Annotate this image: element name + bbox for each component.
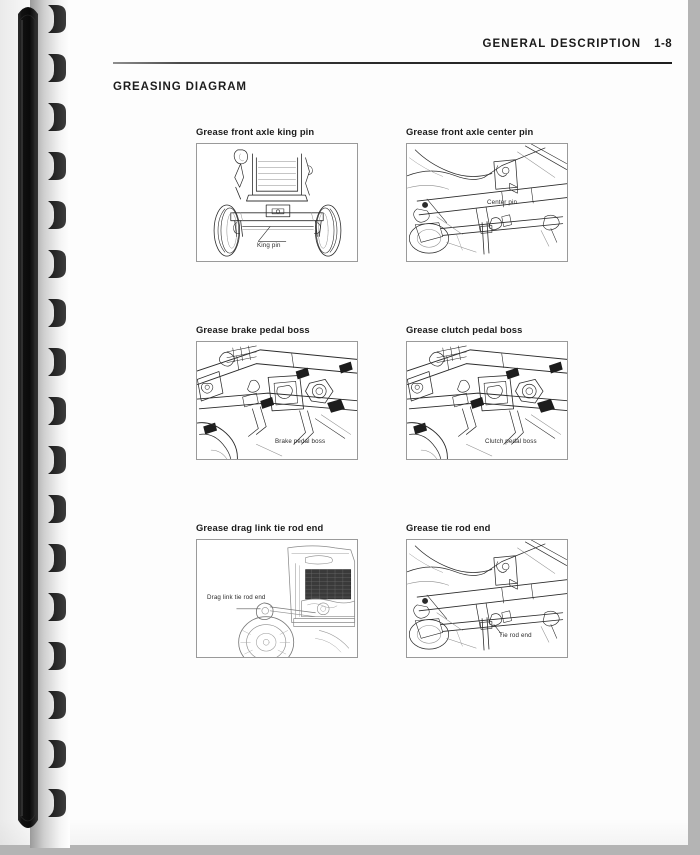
figure-caption: Grease front axle king pin [196, 126, 315, 137]
page-header: GENERAL DESCRIPTION 1-8 [113, 38, 672, 68]
figure-callout-label: Center pin [487, 199, 518, 206]
figure-caption: Grease drag link tie rod end [196, 522, 324, 533]
figure-callout-label: Clutch pedal boss [485, 438, 537, 445]
figure-caption: Grease clutch pedal boss [406, 324, 523, 335]
header-page-number: 1-8 [654, 38, 672, 50]
figure-caption: Grease tie rod end [406, 522, 491, 533]
figure-image-frame: Drag link tie rod end [196, 539, 358, 658]
header-section-name: GENERAL DESCRIPTION [482, 38, 642, 50]
figure-tie-rod-end: Grease tie rod end [406, 522, 568, 658]
illustration-clutch-pedal-boss-linkage [407, 345, 567, 459]
figure-row: Grease drag link tie rod end [196, 522, 576, 720]
figure-image-frame: King pin [196, 143, 358, 262]
figure-brake-pedal-boss: Grease brake pedal boss [196, 324, 358, 460]
figure-caption: Grease front axle center pin [406, 126, 534, 137]
header-title-group: GENERAL DESCRIPTION 1-8 [482, 38, 672, 50]
section-heading: GREASING DIAGRAM [113, 81, 247, 93]
illustration-front-axle-center-pin-underside [407, 144, 567, 255]
figure-image-frame: Clutch pedal boss [406, 341, 568, 460]
figure-image-frame: Tie rod end [406, 539, 568, 658]
figure-clutch-pedal-boss: Grease clutch pedal boss [406, 324, 568, 460]
figure-callout-label: Drag link tie rod end [207, 594, 266, 601]
illustration-front-axle-front-view [213, 149, 342, 257]
figure-row: Grease front axle king pin [196, 126, 576, 324]
figure-image-frame: Brake pedal boss [196, 341, 358, 460]
figure-drag-link-tie-rod-end: Grease drag link tie rod end [196, 522, 358, 658]
illustration-front-axle-tie-rod-end-underside [407, 540, 567, 651]
header-rule-divider [113, 62, 672, 64]
figure-callout-label: Brake pedal boss [275, 438, 326, 445]
figure-row: Grease brake pedal boss [196, 324, 576, 522]
illustration-brake-pedal-boss-linkage [197, 345, 357, 459]
figure-front-axle-center-pin: Grease front axle center pin [406, 126, 568, 262]
figure-image-frame: Center pin [406, 143, 568, 262]
figure-callout-label: Tie rod end [499, 632, 532, 639]
illustration-tractor-side-view-drag-link [236, 545, 356, 657]
figure-callout-label: King pin [257, 242, 281, 249]
greasing-figure-grid: Grease front axle king pin [196, 126, 576, 720]
figure-front-axle-king-pin: Grease front axle king pin [196, 126, 358, 262]
figure-caption: Grease brake pedal boss [196, 324, 310, 335]
